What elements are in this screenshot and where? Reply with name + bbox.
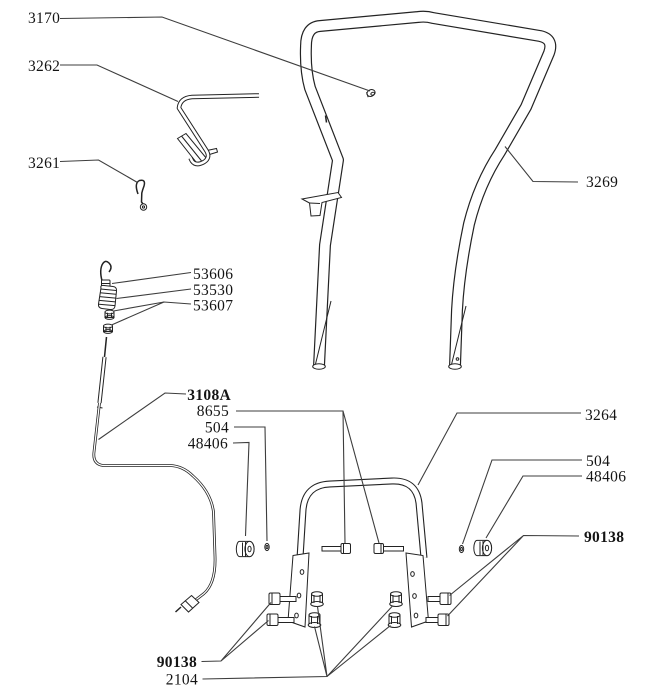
leader-lines <box>59 16 582 680</box>
part-label-2104: 2104 <box>166 672 198 689</box>
part-label-8655: 8655 <box>197 403 229 420</box>
carriage-bolt-left-drawing <box>321 543 351 554</box>
leader-504-right <box>461 459 582 545</box>
leader-504-left <box>234 426 268 542</box>
part-labels: 3170 3262 3261 53606 53530 53607 3108A 8… <box>28 10 626 689</box>
washer-left-drawing <box>264 542 270 552</box>
part-label-90138-bottom: 90138 <box>157 654 197 671</box>
jam-nut-upper-drawing <box>104 309 115 320</box>
leader-53606 <box>111 271 192 285</box>
spring-drawing <box>97 284 118 311</box>
part-label-504-left: 504 <box>205 420 229 437</box>
lower-handle-drawing <box>287 477 430 628</box>
leader-3262 <box>60 64 179 103</box>
control-bail-drawing <box>176 93 260 167</box>
flange-locknut-a-drawing <box>310 591 324 607</box>
leader-3261 <box>59 159 138 183</box>
flange-locknut-c-drawing <box>389 591 403 607</box>
flange-nut-right-drawing <box>473 539 493 557</box>
part-label-3108a: 3108A <box>187 387 231 404</box>
jam-nut-lower-drawing <box>103 323 113 334</box>
carriage-bolt-right-drawing <box>373 543 404 554</box>
part-label-3261: 3261 <box>28 155 60 172</box>
part-label-3264: 3264 <box>585 407 617 424</box>
hex-bolt-left-lower-drawing <box>266 613 295 626</box>
leader-90138-bottom <box>201 602 272 663</box>
leader-3269 <box>504 146 579 183</box>
part-label-3262: 3262 <box>28 58 60 75</box>
leader-90138-right <box>447 534 580 617</box>
leader-3264 <box>417 412 581 486</box>
leader-8655 <box>236 410 380 544</box>
hex-bolt-left-upper-drawing <box>268 592 297 605</box>
control-cable-drawing <box>92 336 217 613</box>
leader-3170 <box>59 16 371 92</box>
hex-bolt-right-upper-drawing <box>427 592 452 605</box>
part-label-53607: 53607 <box>193 298 233 315</box>
washer-right-drawing <box>458 544 465 554</box>
leader-53607 <box>111 301 192 326</box>
leader-2104 <box>202 605 393 680</box>
leader-53530 <box>116 288 192 300</box>
hex-bolt-right-lower-drawing <box>425 613 450 626</box>
part-label-48406-left: 48406 <box>188 436 228 453</box>
lower-handle-right-bracket-drawing <box>405 552 430 628</box>
part-label-48406-right: 48406 <box>586 469 626 486</box>
leader-48406-left <box>232 441 250 537</box>
part-label-3269: 3269 <box>586 174 618 191</box>
part-label-53606: 53606 <box>193 266 233 283</box>
upper-handle-drawing <box>299 10 557 370</box>
flange-locknut-d-drawing <box>387 612 402 628</box>
handle-mount-tab-drawing <box>300 191 343 217</box>
part-label-90138-right: 90138 <box>584 529 624 546</box>
lower-handle-left-bracket-drawing <box>287 552 310 628</box>
leader-3108a <box>98 392 187 440</box>
part-label-53530: 53530 <box>193 282 233 299</box>
clip-drawing <box>366 89 376 98</box>
leader-48406-right <box>485 475 582 539</box>
rod-hook-drawing <box>135 179 148 211</box>
part-label-504-right: 504 <box>586 453 610 470</box>
spring-hook-drawing <box>99 260 112 287</box>
flange-nut-left-drawing <box>235 540 255 558</box>
part-label-3170: 3170 <box>28 10 60 27</box>
